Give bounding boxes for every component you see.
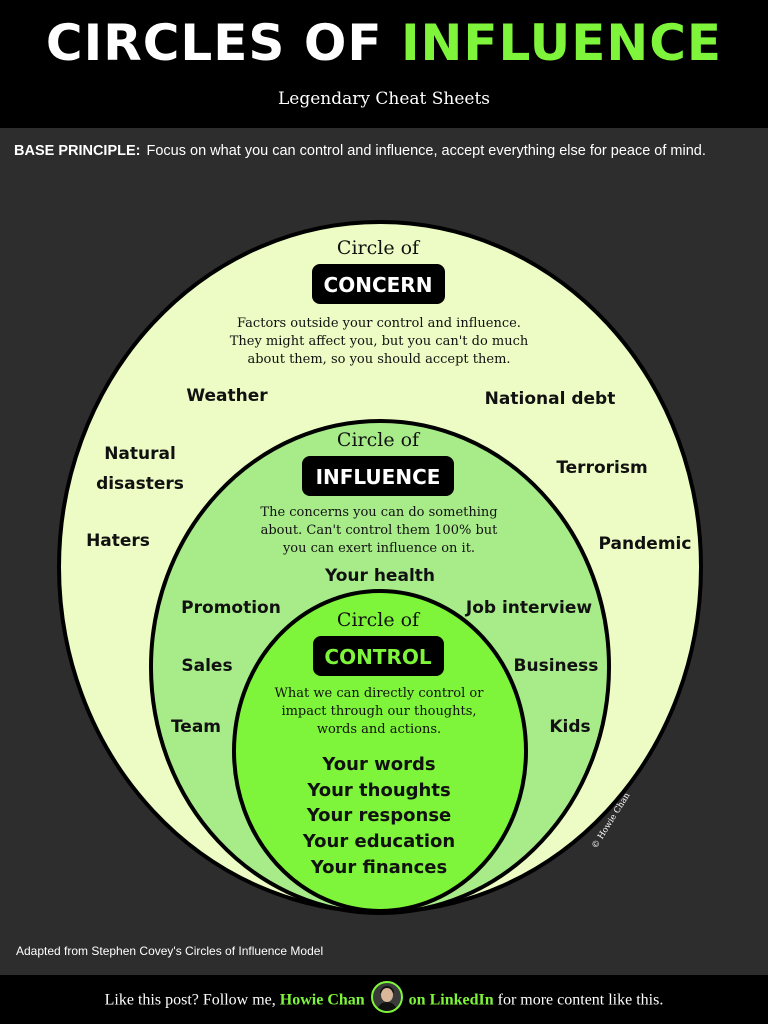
concern-item-disasters: disasters <box>96 474 184 494</box>
footer-text-1: Like this post? Follow me, <box>104 991 276 1009</box>
control-item-your-education: Your education <box>302 831 455 852</box>
control-desc-line-3: words and actions. <box>317 722 441 737</box>
concern-item-weather: Weather <box>186 386 268 406</box>
page-subtitle: Legendary Cheat Sheets <box>277 89 491 109</box>
influence-desc-line-1: The concerns you can do something <box>260 505 497 520</box>
title-part-2: INFLUENCE <box>400 14 723 72</box>
concern-desc-line-2: They might affect you, but you can't do … <box>230 334 529 349</box>
linkedin-link[interactable]: on LinkedIn <box>408 991 494 1009</box>
control-item-your-thoughts: Your thoughts <box>306 780 450 801</box>
influence-item-sales: Sales <box>181 656 232 676</box>
page-title: CIRCLES OF INFLUENCE <box>0 14 768 72</box>
concern-item-terrorism: Terrorism <box>556 458 647 478</box>
concern-badge <box>312 264 445 304</box>
concern-heading: Circle of <box>337 237 421 259</box>
title-part-1: CIRCLES OF <box>45 14 383 72</box>
footer-bar: Like this post? Follow me, Howie Chan on … <box>0 975 768 1024</box>
avatar[interactable] <box>370 981 403 1013</box>
concern-item-haters: Haters <box>86 531 150 551</box>
influence-desc-line-3: you can exert influence on it. <box>282 541 475 556</box>
influence-heading: Circle of <box>337 429 421 451</box>
circle-control <box>232 589 528 913</box>
control-desc-line-1: What we can directly control or <box>275 686 485 701</box>
influence-item-job-interview: Job interview <box>465 598 593 618</box>
concern-item-pandemic: Pandemic <box>599 534 692 554</box>
author-name-link[interactable]: Howie Chan <box>279 991 365 1009</box>
influence-item-promotion: Promotion <box>181 598 281 618</box>
concern-item-national-debt: National debt <box>485 389 616 409</box>
base-principle: BASE PRINCIPLE: Focus on what you can con… <box>14 143 759 159</box>
footer-cta: Like this post? Follow me, Howie Chan on … <box>0 981 768 1013</box>
header-bar: CIRCLES OF INFLUENCE Legendary Cheat She… <box>0 0 768 128</box>
control-heading: Circle of <box>337 609 421 631</box>
source-footnote: Adapted from Stephen Covey's Circles of … <box>16 944 324 958</box>
control-item-your-finances: Your finances <box>310 857 447 878</box>
control-item-your-words: Your words <box>321 754 435 775</box>
influence-item-business: Business <box>514 656 599 676</box>
control-badge <box>313 636 444 676</box>
control-item-your-response: Your response <box>306 805 452 826</box>
influence-badge-label: INFLUENCE <box>316 465 441 489</box>
base-principle-text: Focus on what you can control and influe… <box>146 143 706 159</box>
concern-badge-label: CONCERN <box>324 273 433 297</box>
influence-badge <box>302 456 454 496</box>
influence-item-team: Team <box>171 717 221 737</box>
base-principle-label: BASE PRINCIPLE: <box>14 143 141 159</box>
concern-desc-line-1: Factors outside your control and influen… <box>237 316 521 331</box>
influence-item-kids: Kids <box>549 717 590 737</box>
footer-text-2: for more content like this. <box>497 991 664 1009</box>
control-badge-label: CONTROL <box>324 645 431 669</box>
influence-desc-line-2: about. Can't control them 100% but <box>261 523 499 538</box>
concern-item-natural: Natural <box>104 444 176 464</box>
control-desc-line-2: impact through our thoughts, <box>281 704 476 719</box>
influence-item-your-health: Your health <box>324 566 435 586</box>
concern-desc-line-3: about them, so you should accept them. <box>247 352 510 367</box>
